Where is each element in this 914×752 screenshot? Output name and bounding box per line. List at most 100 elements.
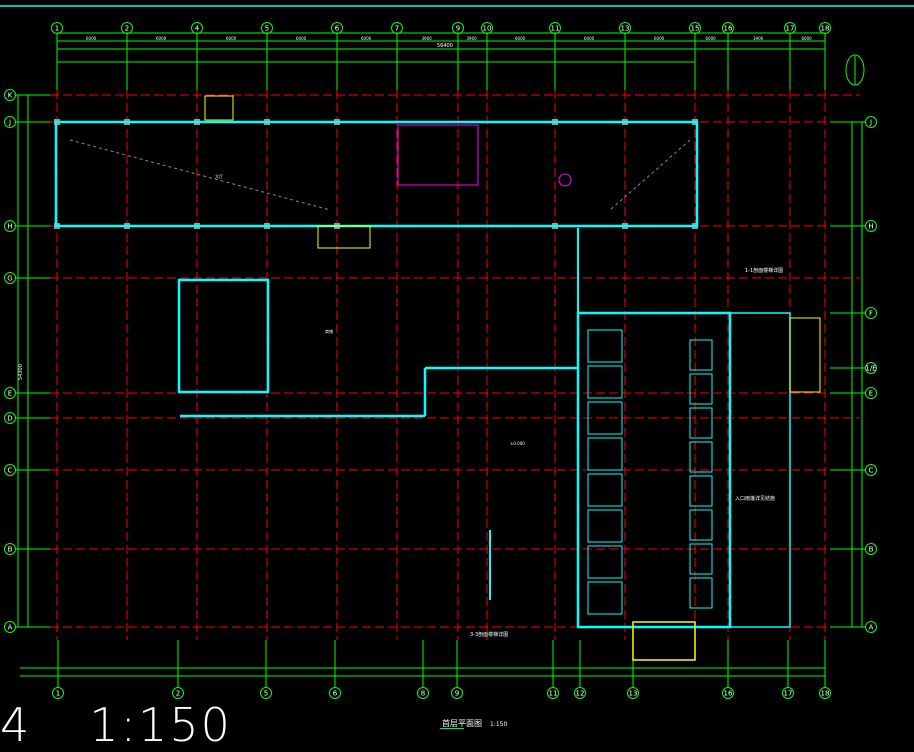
axis-right-label: B bbox=[869, 546, 874, 554]
axis-left-label: B bbox=[8, 546, 13, 554]
axis-top-label: 2 bbox=[125, 25, 129, 33]
dimension-text: 6000 bbox=[584, 36, 595, 41]
axis-bottom-bubble bbox=[417, 687, 429, 699]
axis-top-bubble bbox=[51, 22, 63, 34]
axis-top-bubble bbox=[452, 22, 464, 34]
axis-top-label: 17 bbox=[786, 25, 795, 33]
axis-right-label: E bbox=[869, 390, 873, 398]
parking-stall bbox=[689, 339, 713, 371]
parking-stall bbox=[689, 543, 713, 575]
dimension-text: 3900 bbox=[753, 36, 764, 41]
axis-top-label: 4 bbox=[195, 25, 200, 33]
note-text: 入口雨篷详见结施 bbox=[735, 495, 775, 502]
axis-top-label: 16 bbox=[724, 25, 733, 33]
axis-bottom-label: 17 bbox=[784, 690, 793, 698]
title-text: 首层平面图 bbox=[442, 719, 482, 728]
axis-left-bubble bbox=[4, 272, 16, 284]
dimension-text: 6000 bbox=[86, 36, 97, 41]
axis-top-label: 5 bbox=[265, 25, 269, 33]
wall-layer bbox=[54, 54, 865, 661]
parking-stall bbox=[587, 329, 623, 363]
axis-top-label: 18 bbox=[821, 25, 830, 33]
axis-bottom-bubble bbox=[172, 687, 184, 699]
axis-left-bubble bbox=[4, 116, 16, 128]
axis-top-label: 11 bbox=[551, 25, 560, 33]
axis-top-bubble bbox=[784, 22, 796, 34]
axis-right-label: H bbox=[868, 223, 873, 231]
axis-right-label: 1/E bbox=[865, 365, 876, 373]
dimension-text: 3900 bbox=[422, 36, 433, 41]
axis-right-bubble bbox=[865, 543, 877, 555]
skylight-line bbox=[609, 139, 691, 211]
room-label: 商铺 bbox=[325, 328, 333, 334]
axis-left-bubble bbox=[4, 621, 16, 633]
axis-left-bubble bbox=[4, 412, 16, 424]
parking-stall bbox=[689, 407, 713, 439]
dimension-text: 6000 bbox=[296, 36, 307, 41]
parking-stall bbox=[587, 509, 623, 543]
elevation-label: ±0.000 bbox=[510, 441, 525, 446]
axis-left-bubble bbox=[4, 89, 16, 101]
axis-bottom-bubble bbox=[819, 687, 831, 699]
axis-right-label: F bbox=[869, 310, 873, 318]
axis-bottom-label: 18 bbox=[821, 690, 830, 698]
overall-dim-top: 56400 bbox=[437, 43, 453, 49]
overall-dim-left: 54300 bbox=[18, 364, 24, 380]
dimension-text: 6000 bbox=[515, 36, 526, 41]
parking-stall bbox=[689, 373, 713, 405]
parking-stall bbox=[689, 577, 713, 609]
axis-bottom-label: 8 bbox=[421, 690, 425, 698]
axis-bottom-label: 2 bbox=[176, 690, 180, 698]
title-underline bbox=[440, 728, 464, 729]
dimension-text: 6000 bbox=[226, 36, 237, 41]
dimension-text: 6000 bbox=[654, 36, 665, 41]
axis-top-bubble bbox=[391, 22, 403, 34]
axis-left-bubble bbox=[4, 464, 16, 476]
axis-right-label: A bbox=[869, 624, 874, 632]
axis-bottom-label: 5 bbox=[264, 690, 268, 698]
axis-bottom-bubble bbox=[451, 687, 463, 699]
axis-left-label: G bbox=[7, 275, 12, 283]
grid-layer: 6000 6000 6000 6000 6000 3900 3900 6000 6000 6000… bbox=[4, 22, 877, 699]
axis-top-label: 1 bbox=[55, 25, 59, 33]
axis-right-label: J bbox=[869, 119, 872, 127]
view-number: 4 bbox=[0, 698, 32, 752]
axis-right-bubble bbox=[865, 116, 877, 128]
axis-top-bubble bbox=[331, 22, 343, 34]
axis-right-label: C bbox=[869, 467, 874, 475]
axis-top-label: 7 bbox=[395, 25, 399, 33]
axis-top-bubble bbox=[689, 22, 701, 34]
dimension-text: 6000 bbox=[361, 36, 372, 41]
axis-right-bubble bbox=[865, 621, 877, 633]
dimension-text: 3900 bbox=[467, 36, 478, 41]
dimension-text: 6000 bbox=[802, 36, 813, 41]
axis-left-label: C bbox=[8, 467, 13, 475]
axis-left-bubble bbox=[4, 220, 16, 232]
ramp-outline bbox=[632, 621, 696, 661]
upper-block-wall bbox=[54, 120, 699, 228]
toilet-outline bbox=[397, 124, 479, 186]
parking-stall bbox=[689, 441, 713, 473]
parking-stall bbox=[587, 581, 623, 615]
axis-left-bubble bbox=[4, 387, 16, 399]
stair-label: 3-3剖面楼梯详图 bbox=[470, 631, 508, 638]
axis-bottom-bubble bbox=[782, 687, 794, 699]
axis-left-label: A bbox=[8, 624, 13, 632]
axis-left-bubble bbox=[4, 543, 16, 555]
axis-bottom-label: 9 bbox=[455, 690, 459, 698]
text-layer: 56400 54300 3-3剖面楼梯详图 1-1剖面楼梯详图 大厅 商铺 ±0… bbox=[18, 43, 783, 638]
axis-top-bubble bbox=[121, 22, 133, 34]
axis-bottom-label: 6 bbox=[333, 690, 338, 698]
parking-stall bbox=[587, 473, 623, 507]
axis-top-bubble bbox=[819, 22, 831, 34]
axis-bottom-bubble bbox=[52, 687, 64, 699]
parking-stall bbox=[689, 475, 713, 507]
dimension-text: 6000 bbox=[706, 36, 717, 41]
stair-icon bbox=[317, 225, 371, 249]
axis-bottom-bubble bbox=[547, 687, 559, 699]
parking-stall bbox=[587, 365, 623, 399]
stair-icon bbox=[789, 317, 821, 393]
axis-bottom-bubble bbox=[722, 687, 734, 699]
axis-bottom-bubble bbox=[574, 687, 586, 699]
